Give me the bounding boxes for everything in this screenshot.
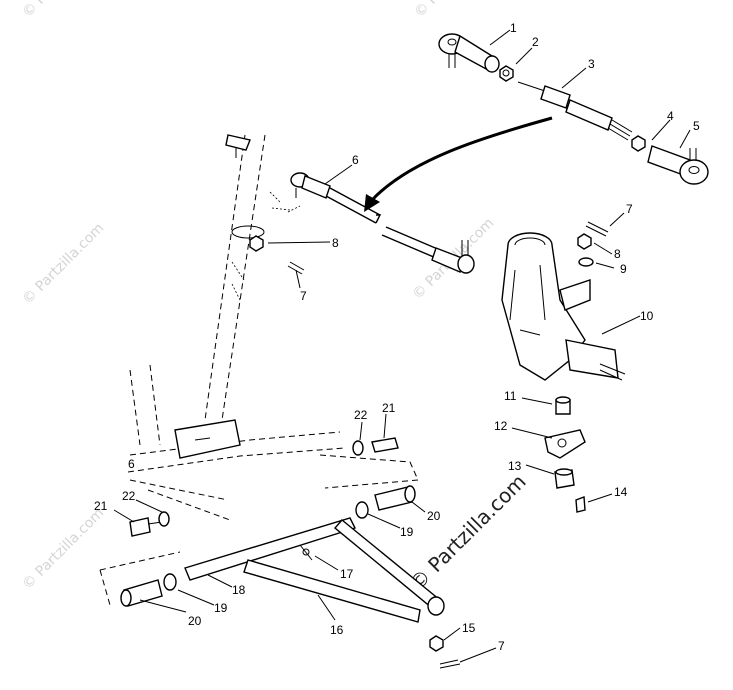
callout-16: 16 [330,623,344,637]
callout-2: 2 [532,35,539,49]
nut-cotter-left [249,235,305,275]
a-arm-16 [184,517,445,623]
ball-joint-group [544,396,586,513]
watermark: © Partzilla.com [20,0,108,21]
bolts-washers [129,437,399,537]
callout-22-right: 22 [354,408,368,422]
callout-20-right: 20 [427,509,441,523]
leader-lines [113,29,691,663]
frame-bracket [99,364,419,606]
watermark-center: © Partzilla.com [405,469,531,595]
callout-13: 13 [508,459,522,473]
callout-labels: 1 2 3 4 5 6 7 7 7 8 8 9 10 11 12 13 14 1… [94,21,700,653]
watermark: © Partzilla.com [20,505,108,593]
spindle-10 [501,232,626,381]
callout-20-bottom: 20 [188,614,202,628]
callout-12: 12 [494,419,508,433]
watermark: © Partzilla.com [412,0,500,21]
callout-19-bottom: 19 [214,601,228,615]
callout-7-bottom: 7 [498,639,505,653]
callout-10: 10 [640,309,654,323]
nut-washer-right [577,221,609,267]
callout-6: 6 [352,153,359,167]
callout-21-left: 21 [94,499,108,513]
tie-rod-6 [290,172,475,274]
callout-8-left: 8 [332,236,339,250]
callout-1: 1 [510,21,517,35]
callout-21-right: 21 [382,401,396,415]
callout-14: 14 [614,485,628,499]
callout-7-left: 7 [300,289,307,303]
callout-3: 3 [588,57,595,71]
tie-rod-assembly-top [438,33,709,185]
callout-9: 9 [620,262,627,276]
callout-22-left: 22 [122,489,136,503]
callout-19-right: 19 [400,525,414,539]
watermark: © Partzilla.com [20,220,108,308]
callout-11: 11 [504,389,517,403]
callout-17: 17 [340,567,354,581]
callout-4: 4 [667,109,674,123]
callout-18: 18 [232,583,246,597]
direction-arrow [364,116,553,212]
nut-cotter-bottom [429,635,461,669]
callout-15: 15 [462,621,476,635]
callout-8-right: 8 [614,247,621,261]
callout-6-frame: 6 [128,457,135,471]
callout-7-right: 7 [626,202,633,216]
steering-column [204,134,301,421]
callout-5: 5 [693,119,700,133]
